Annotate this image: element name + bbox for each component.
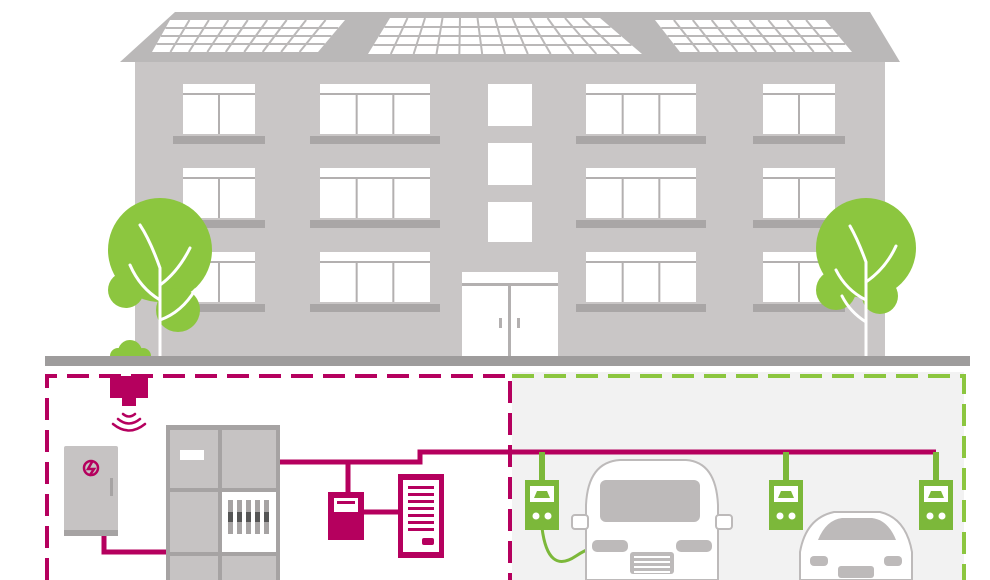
window-ledge: [753, 220, 845, 228]
window-ledge: [173, 220, 265, 228]
ev-charger-icon: [525, 452, 559, 530]
window-ledge: [576, 220, 706, 228]
ev-chargers: [525, 452, 953, 530]
ev-charger-icon: [769, 452, 803, 530]
panel-slot: [408, 486, 434, 489]
window-ledge: [753, 304, 845, 312]
window: [173, 84, 265, 144]
panel-slot: [408, 528, 434, 531]
window-ledge: [576, 136, 706, 144]
electric-car: [799, 511, 913, 580]
window: [576, 84, 706, 144]
breaker-switch: [246, 512, 251, 522]
control-panel-slots: [408, 486, 434, 531]
window: [753, 168, 845, 228]
window: [576, 252, 706, 312]
grille-bar: [634, 556, 670, 558]
window: [310, 252, 440, 312]
control-panel-icon: [398, 474, 444, 558]
switch-cabinet-icon: [166, 425, 280, 580]
panel-slot: [408, 521, 434, 524]
building: [120, 12, 900, 358]
stairwell-window-2: [488, 143, 532, 185]
utility-room-boundary: [45, 374, 512, 580]
window-ledge: [310, 304, 440, 312]
tree-left: [108, 198, 212, 358]
grille-bar: [634, 566, 670, 568]
window: [173, 168, 265, 228]
breaker-switch: [228, 512, 233, 522]
breaker-switch: [255, 512, 260, 522]
window-ledge: [310, 220, 440, 228]
window-ledge: [173, 136, 265, 144]
ev-parking-boundary: [512, 374, 966, 580]
power-lines: [101, 449, 510, 555]
windows: [173, 84, 845, 312]
grille-bar: [634, 561, 670, 563]
home-battery-icon: [64, 446, 118, 536]
panel-slot: [408, 507, 434, 510]
van-grille: [634, 556, 670, 573]
solar-panels: [152, 17, 852, 55]
solar-panel-grid: [156, 17, 846, 55]
stairwell-window-3: [488, 202, 532, 242]
panel-slot: [408, 500, 434, 503]
breaker-switch: [237, 512, 242, 522]
electric-van: [571, 459, 733, 580]
wifi-signal-icon: [111, 412, 147, 432]
breaker-switch: [264, 512, 269, 522]
ground-line: [45, 356, 970, 366]
ev-charger-icon: [919, 452, 953, 530]
window: [753, 84, 845, 144]
tree-right: [816, 198, 916, 358]
window: [310, 84, 440, 144]
entrance-door: [462, 272, 558, 358]
window-ledge: [173, 304, 265, 312]
stairwell-window-1: [488, 84, 532, 126]
grille-bar: [634, 571, 670, 573]
circuit-breakers: [228, 500, 269, 534]
window-ledge: [576, 304, 706, 312]
panel-slot: [408, 493, 434, 496]
window-ledge: [310, 136, 440, 144]
window: [576, 168, 706, 228]
window-ledge: [753, 136, 845, 144]
smart-meter-gateway: [110, 376, 148, 432]
window: [310, 168, 440, 228]
panel-slot: [408, 514, 434, 517]
electricity-meter: [328, 492, 364, 540]
